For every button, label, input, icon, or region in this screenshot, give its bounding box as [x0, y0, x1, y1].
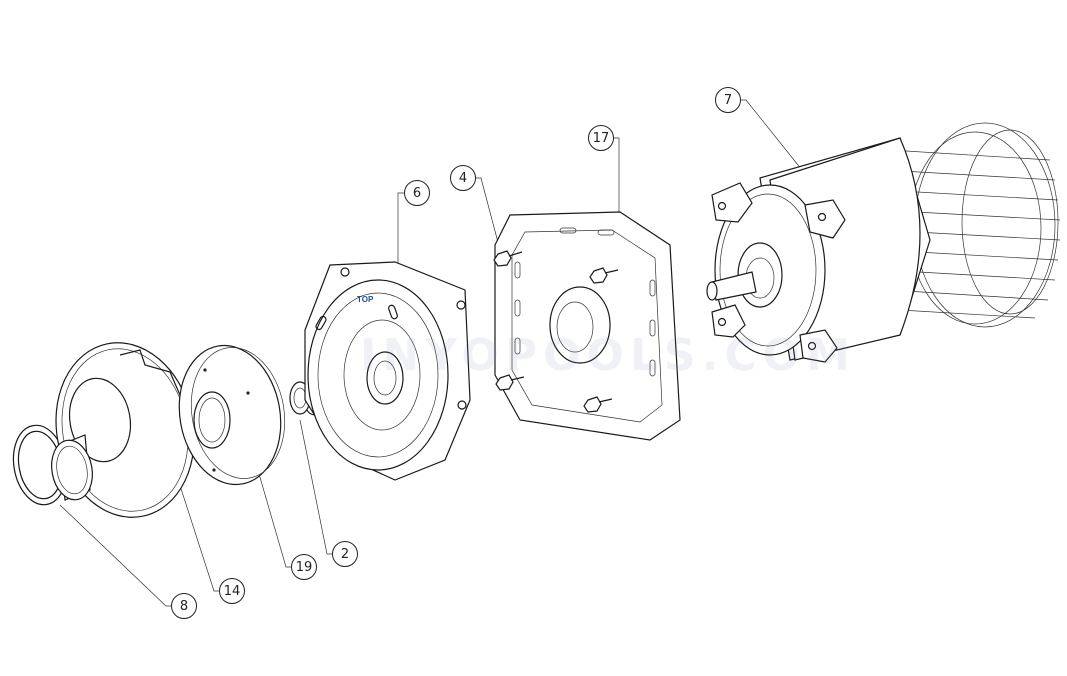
callout-8-oring[interactable]: 8: [171, 593, 197, 619]
callout-19-impeller[interactable]: 19: [291, 554, 317, 580]
part-4-bolts: [493, 250, 619, 413]
callout-7-motor[interactable]: 7: [715, 87, 741, 113]
leader-lines: [59, 99, 807, 607]
callout-4-bolts[interactable]: 4: [450, 165, 476, 191]
part-6-seal-plate: [304, 261, 471, 481]
callout-17-adapter-bracket[interactable]: 17: [588, 125, 614, 151]
top-embossed-label: TOP: [357, 295, 374, 304]
part-19-impeller: [178, 344, 286, 486]
callout-14-diffuser[interactable]: 14: [219, 578, 245, 604]
part-17-adapter-bracket: [494, 211, 681, 441]
part-7-motor: [706, 122, 1061, 363]
callout-6-seal-plate[interactable]: 6: [404, 180, 430, 206]
callout-2-shaft-seal[interactable]: 2: [332, 541, 358, 567]
part-14-diffuser: [51, 342, 195, 518]
